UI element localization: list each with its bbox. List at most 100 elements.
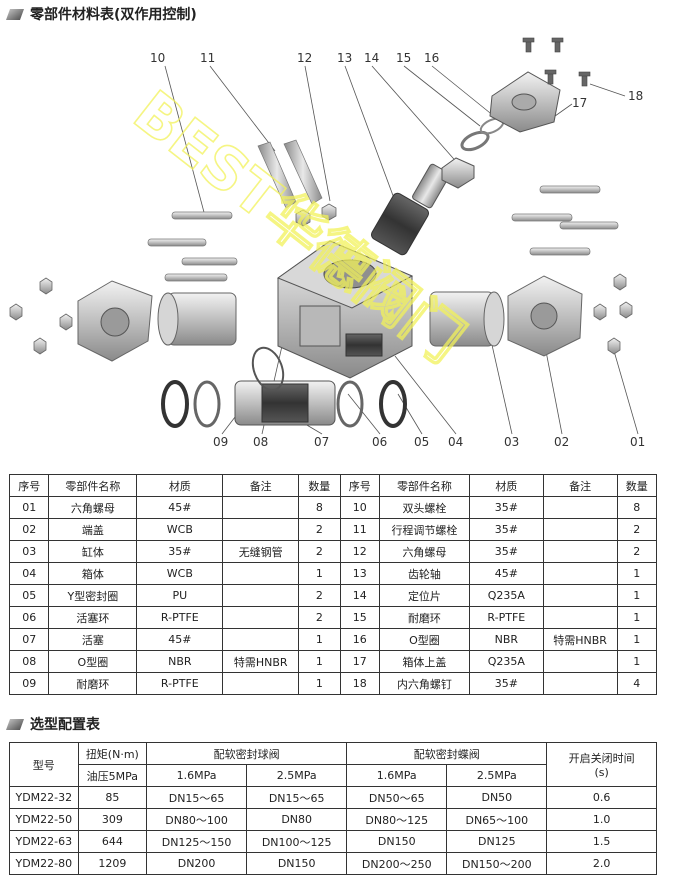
table-cell: 05 bbox=[8, 584, 50, 607]
callout-16: 16 bbox=[424, 51, 439, 65]
table-cell: R-PTFE bbox=[136, 672, 224, 695]
table-cell: 2 bbox=[298, 584, 341, 607]
table-cell: 8 bbox=[298, 496, 341, 519]
table-cell: 4 bbox=[616, 672, 658, 695]
stud-bolts-left bbox=[147, 211, 238, 282]
header-cell: 零部件名称 bbox=[48, 474, 138, 497]
table-cell: DN150～200 bbox=[446, 852, 548, 875]
table-cell bbox=[542, 650, 618, 673]
header-cell: 数量 bbox=[298, 474, 341, 497]
header-cell: 序号 bbox=[8, 474, 50, 497]
table-cell: R-PTFE bbox=[468, 606, 544, 629]
callout-labels: 10 11 12 13 14 15 16 17 18 09 08 07 06 0… bbox=[150, 51, 645, 449]
table-cell: 45# bbox=[468, 562, 544, 585]
table-cell: 12 bbox=[339, 540, 380, 563]
table-cell: 18 bbox=[339, 672, 380, 695]
table-cell: 活塞环 bbox=[48, 606, 138, 629]
table-cell: 双头螺栓 bbox=[378, 496, 470, 519]
table-cell bbox=[542, 606, 618, 629]
table-cell bbox=[542, 672, 618, 695]
callout-01: 01 bbox=[630, 435, 645, 449]
table-cell: 缸体 bbox=[48, 540, 138, 563]
table-cell bbox=[542, 496, 618, 519]
housing-body bbox=[276, 240, 414, 379]
table-cell: 无缝钢管 bbox=[222, 540, 300, 563]
table-cell: DN80～100 bbox=[146, 808, 248, 831]
callout-11: 11 bbox=[200, 51, 215, 65]
table-cell: 0.6 bbox=[546, 786, 657, 809]
table-header-row: 型号 扭矩(N·m) 配软密封球阀 配软密封蝶阀 开启关闭时间 (s) bbox=[9, 742, 657, 787]
header-cell: 备注 bbox=[542, 474, 618, 497]
table-cell: 定位片 bbox=[378, 584, 470, 607]
table-cell: 03 bbox=[8, 540, 50, 563]
adjust-bolts bbox=[257, 139, 323, 209]
table-cell: 六角螺母 bbox=[48, 496, 138, 519]
table-cell: 1209 bbox=[77, 852, 148, 875]
table-cell bbox=[222, 562, 300, 585]
table-cell bbox=[222, 584, 300, 607]
section-marker-icon bbox=[5, 718, 25, 730]
table-cell: DN15～65 bbox=[246, 786, 348, 809]
locating-piece bbox=[441, 117, 505, 189]
table-cell: 2 bbox=[616, 518, 658, 541]
table-cell: YDM22-32 bbox=[9, 786, 79, 809]
table-cell: 2.0 bbox=[546, 852, 657, 875]
table-cell: 特需HNBR bbox=[222, 650, 300, 673]
table-header-row: 序号 零部件名称 材质 备注 数量 序号 零部件名称 材质 备注 数量 bbox=[8, 474, 658, 497]
table-cell: 1 bbox=[298, 650, 341, 673]
table-cell: 85 bbox=[77, 786, 148, 809]
table-cell: 1 bbox=[616, 628, 658, 651]
section-title-parts: 零部件材料表(双作用控制) bbox=[5, 4, 197, 24]
table-cell: DN100～125 bbox=[246, 830, 348, 853]
table-cell: 活塞 bbox=[48, 628, 138, 651]
table-cell: 1.0 bbox=[546, 808, 657, 831]
cylinder-right bbox=[429, 291, 505, 347]
table-cell: 六角螺母 bbox=[378, 540, 470, 563]
table-cell: YDM22-80 bbox=[9, 852, 79, 875]
table-cell: DN15～65 bbox=[146, 786, 248, 809]
table-cell: 35# bbox=[468, 672, 544, 695]
table-cell: 1.5 bbox=[546, 830, 657, 853]
callout-10: 10 bbox=[150, 51, 165, 65]
table-cell: Q235A bbox=[468, 650, 544, 673]
table-cell: 16 bbox=[339, 628, 380, 651]
table-cell: DN200 bbox=[146, 852, 248, 875]
subheader-cell: 1.6MPa bbox=[346, 764, 448, 787]
table-cell: DN50 bbox=[446, 786, 548, 809]
table-cell: 2 bbox=[298, 518, 341, 541]
callout-09: 09 bbox=[213, 435, 228, 449]
section-title-text: 零部件材料表(双作用控制) bbox=[30, 7, 197, 23]
table-cell: DN125 bbox=[446, 830, 548, 853]
table-cell: PU bbox=[136, 584, 224, 607]
table-cell: 1 bbox=[616, 650, 658, 673]
table-cell bbox=[542, 540, 618, 563]
table-cell: 35# bbox=[468, 496, 544, 519]
table-cell: 箱体上盖 bbox=[378, 650, 470, 673]
table-cell: DN50～65 bbox=[346, 786, 448, 809]
table-cell: 1 bbox=[298, 672, 341, 695]
header-cell: 零部件名称 bbox=[378, 474, 470, 497]
header-open-close-time: 开启关闭时间 (s) bbox=[546, 742, 657, 787]
table-cell: Q235A bbox=[468, 584, 544, 607]
table-cell bbox=[542, 518, 618, 541]
table-cell: 07 bbox=[8, 628, 50, 651]
table-cell: 1 bbox=[298, 562, 341, 585]
exploded-diagram: 10 11 12 13 14 15 16 17 18 09 08 07 06 0… bbox=[9, 37, 645, 449]
table-cell: 1 bbox=[616, 562, 658, 585]
table-cell: 13 bbox=[339, 562, 380, 585]
table-cell: O型圈 bbox=[378, 628, 470, 651]
subheader-cell: 1.6MPa bbox=[146, 764, 248, 787]
table-cell: 35# bbox=[468, 540, 544, 563]
table-cell: 01 bbox=[8, 496, 50, 519]
end-cap-left bbox=[77, 280, 153, 362]
header-cell: 材质 bbox=[468, 474, 544, 497]
table-cell: DN125～150 bbox=[146, 830, 248, 853]
